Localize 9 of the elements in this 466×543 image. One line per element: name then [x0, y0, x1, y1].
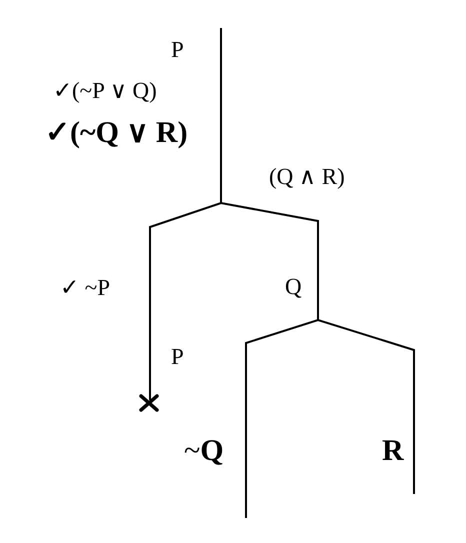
- formula-text: R: [382, 436, 404, 466]
- formula-text: ~Q: [184, 436, 224, 466]
- formula-text: P: [171, 345, 184, 368]
- formula-text: Q: [285, 275, 302, 298]
- checked-formula-text: ✓(~Q ∨ R): [45, 118, 188, 148]
- checked-formula-text: ✓ ~P: [60, 276, 110, 299]
- checked-formula-text: ✓(~P ∨ Q): [53, 79, 157, 102]
- formula-text: (Q ∧ R): [269, 165, 345, 188]
- formula-text: P: [171, 38, 184, 61]
